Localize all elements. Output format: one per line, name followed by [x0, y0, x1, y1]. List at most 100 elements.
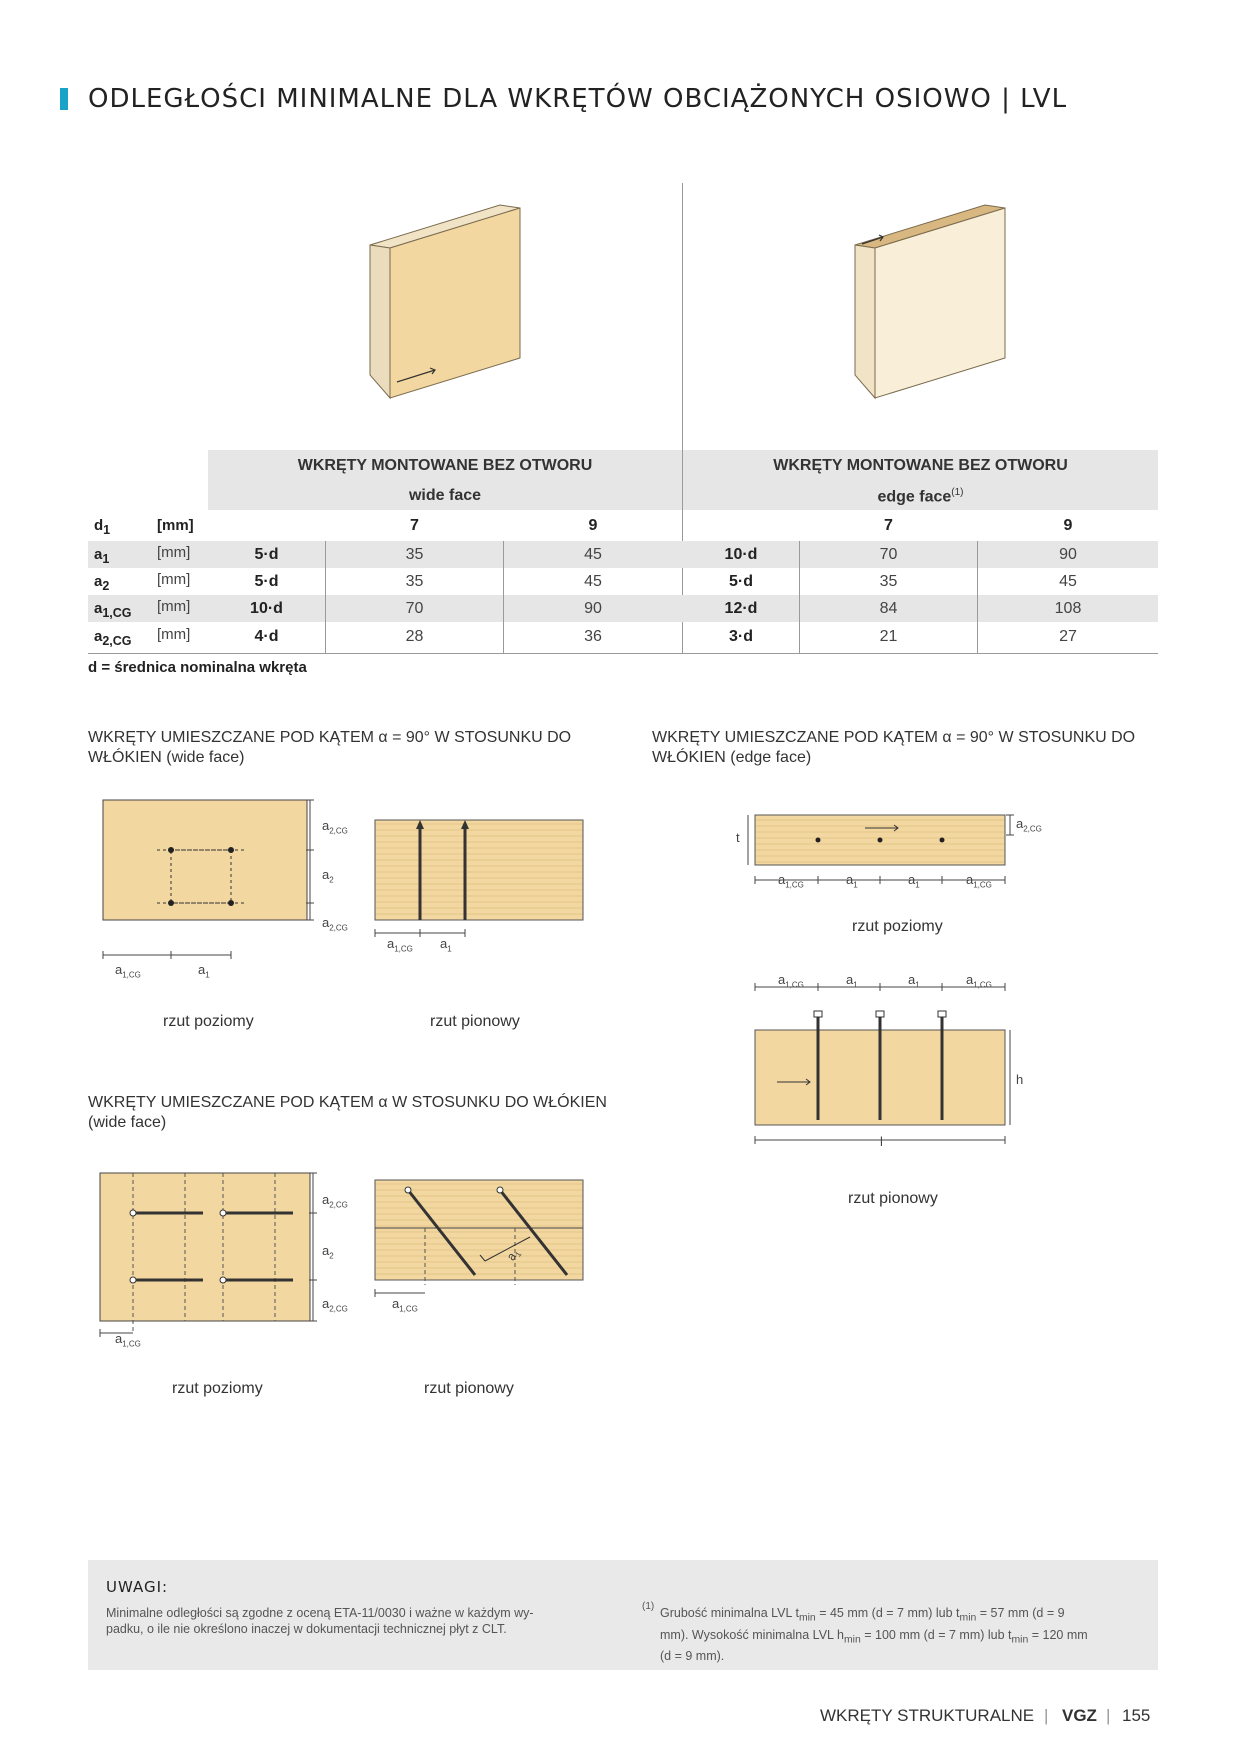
diagram-widealpha-horizontal [99, 1172, 317, 1337]
row-label-a1cg: a1,CG [94, 600, 132, 620]
cell-value: 45 [1059, 573, 1077, 590]
footer-separator: | [1106, 1706, 1111, 1725]
dim-label-a1: a1 [846, 872, 858, 890]
diagram-widealpha-vertical [374, 1179, 584, 1297]
footer-product: VGZ [1062, 1706, 1097, 1725]
remarks-box [88, 1560, 1158, 1670]
row-label-d1: d1 [94, 517, 111, 537]
dim-label-a1cg: a1,CG [966, 972, 992, 990]
dim-label-t: t [736, 830, 740, 845]
cell-formula: 10·d [250, 600, 283, 617]
page-title: ODLEGŁOŚCI MINIMALNE DLA WKRĘTÓW OBCIĄŻO… [88, 84, 1068, 114]
dim-label-a1cg: a1,CG [778, 972, 804, 990]
diagram-wide90-horizontal [102, 799, 314, 959]
cell-value: 28 [405, 628, 424, 645]
header-right-title: WKRĘTY MONTOWANE BEZ OTWORU [773, 457, 1068, 474]
footer-section: WKRĘTY STRUKTURALNE [820, 1706, 1035, 1725]
column-separator [503, 541, 504, 653]
row-unit: [mm] [157, 544, 191, 561]
cell-formula: 4·d [254, 628, 279, 645]
caption-rzut-poziomy: rzut poziomy [852, 918, 943, 935]
caption-rzut-poziomy: rzut poziomy [163, 1013, 254, 1030]
dim-label-l: l [880, 1134, 883, 1149]
cell-formula: 5·d [729, 573, 753, 590]
dim-label-a1cg: a1,CG [387, 936, 413, 954]
dim-label-a2cg: a2,CG [1016, 816, 1042, 834]
cell-value: 27 [1059, 628, 1077, 645]
row-label-a2: a2 [94, 573, 110, 593]
row-label-a1: a1 [94, 546, 110, 566]
table-bottom-rule [88, 653, 1158, 654]
cell-formula: 5·d [254, 546, 279, 563]
column-separator [977, 541, 978, 653]
dim-label-a2: a2 [322, 867, 334, 885]
dim-label-a1: a1 [908, 872, 920, 890]
cell-value: 35 [405, 546, 424, 563]
dim-label-a1cg: a1,CG [115, 1331, 141, 1349]
cell-value: 35 [879, 573, 898, 590]
caption-rzut-pionowy: rzut pionowy [424, 1380, 514, 1397]
table-row [88, 541, 1158, 568]
section-heading-wide-alpha: WKRĘTY UMIESZCZANE POD KĄTEM α W STOSUNK… [88, 1094, 607, 1131]
dim-label-a2cg: a2,CG [322, 1192, 348, 1210]
remarks-left-text: Minimalne odległości są zgodne z oceną E… [106, 1606, 534, 1636]
diagram-wide90-vertical [374, 819, 584, 937]
row-label-a2cg: a2,CG [94, 628, 132, 648]
remarks-right-text: Grubość minimalna LVL tmin = 45 mm (d = … [660, 1606, 1088, 1663]
section-heading-wide-90: WKRĘTY UMIESZCZANE POD KĄTEM α = 90° W S… [88, 729, 572, 766]
header-right-d9: 9 [1063, 517, 1073, 534]
title-accent-bar [60, 88, 68, 110]
cell-formula: 10·d [724, 546, 758, 563]
table-footnote: d = średnica nominalna wkręta [88, 659, 307, 676]
table-header-left-bg [208, 450, 682, 510]
remarks-title: UWAGI: [106, 1578, 169, 1596]
cell-value: 70 [405, 600, 424, 617]
cell-formula: 5·d [254, 573, 279, 590]
row-unit: [mm] [157, 626, 191, 643]
dim-label-a1: a1 [440, 936, 452, 954]
dim-label-a1: a1 [908, 972, 920, 990]
dim-label-a2cg: a2,CG [322, 1296, 348, 1314]
table-row [88, 595, 1158, 622]
footer-page-number: 155 [1122, 1706, 1151, 1725]
header-left-title: WKRĘTY MONTOWANE BEZ OTWORU [297, 457, 593, 474]
header-left-subtitle: wide face [408, 487, 482, 504]
cell-value: 21 [879, 628, 898, 645]
remarks-note-mark: (1) [642, 1601, 655, 1612]
caption-rzut-pionowy: rzut pionowy [848, 1190, 938, 1207]
wide-face-panel-illustration [369, 204, 521, 400]
cell-value: 45 [584, 546, 602, 563]
dim-label-h: h [1016, 1072, 1024, 1087]
section-heading-edge-90: WKRĘTY UMIESZCZANE POD KĄTEM α = 90° W S… [652, 729, 1136, 766]
cell-formula: 12·d [724, 600, 758, 617]
diagram-edge90-vertical [754, 983, 1011, 1144]
diagram-edge90-horizontal [747, 814, 1014, 884]
cell-value: 84 [879, 600, 898, 617]
column-separator [799, 541, 800, 653]
cell-value: 108 [1054, 600, 1082, 617]
dim-label-a1cg: a1,CG [115, 962, 141, 980]
edge-face-panel-illustration [854, 204, 1006, 400]
header-unit: [mm] [157, 517, 194, 534]
dim-label-a2: a2 [322, 1243, 334, 1261]
cell-value: 45 [584, 573, 602, 590]
cell-value: 70 [879, 546, 898, 563]
footer-separator: | [1044, 1706, 1049, 1725]
row-unit: [mm] [157, 571, 191, 588]
column-separator [325, 541, 326, 653]
dim-label-a1cg: a1,CG [966, 872, 992, 890]
cell-value: 36 [584, 628, 602, 645]
header-left-d9: 9 [588, 517, 598, 534]
cell-value: 90 [584, 600, 602, 617]
caption-rzut-poziomy: rzut poziomy [172, 1380, 263, 1397]
row-unit: [mm] [157, 598, 191, 615]
header-right-d7: 7 [884, 517, 893, 534]
table-header-right-bg [683, 450, 1158, 510]
cell-value: 35 [405, 573, 424, 590]
header-left-d7: 7 [410, 517, 419, 534]
dim-label-a1: a1 [198, 962, 210, 980]
dim-label-a1: a1 [846, 972, 858, 990]
cell-value: 90 [1059, 546, 1077, 563]
dim-label-a2cg: a2,CG [322, 818, 348, 836]
dim-label-a1cg: a1,CG [392, 1296, 418, 1314]
